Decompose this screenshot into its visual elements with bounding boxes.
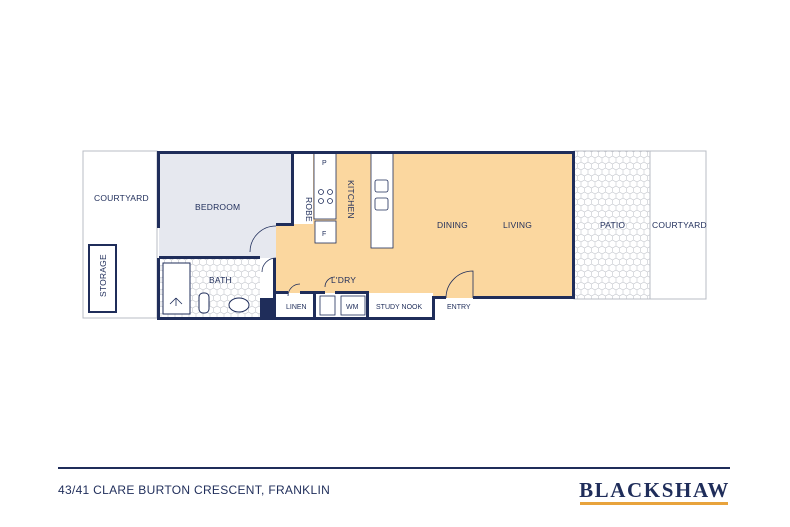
bath-label: BATH [209,275,232,285]
patio-area [573,150,651,300]
dining-label: DINING [437,220,468,230]
storage-label: STORAGE [98,254,108,297]
robe-label: ROBE [304,197,314,222]
storage-box [88,244,117,313]
brand-logo: BLACKSHAW [579,478,730,502]
living-label: LIVING [503,220,532,230]
brand-logo-underline [580,502,728,505]
kitchen-sink-icon [374,179,389,211]
courtyard-right-area [649,150,707,300]
cooktop-icon [318,189,333,204]
fridge-label: F [322,231,326,238]
laundry-tub-icon [319,295,336,316]
patio-label: PATIO [600,220,625,230]
washing-machine-box [340,295,366,316]
living-area [276,153,574,318]
bedroom-label: BEDROOM [195,202,240,212]
laundry-strip [276,293,433,318]
robe-area [293,153,313,224]
toilet-icon [198,292,210,314]
laundry-label: L'DRY [331,275,356,285]
study-nook-label: STUDY NOOK [376,304,422,311]
courtyard-left-label: COURTYARD [94,193,149,203]
floor-plan: COURTYARD STORAGE BEDROOM ROBE BATH KITC… [82,150,707,320]
door-swings [249,225,474,299]
kitchen-island [370,152,394,249]
column [260,298,276,318]
fridge-box [314,220,337,244]
kitchen-label: KITCHEN [346,180,356,219]
pantry-label: P [322,160,327,167]
shower-icon [162,262,191,315]
courtyard-left-area [82,150,158,319]
property-address: 43/41 CLARE BURTON CRESCENT, FRANKLIN [58,483,331,497]
footer-divider [58,467,730,469]
wm-label: WM [346,304,359,311]
linen-label: LINEN [286,304,307,311]
shower-head-icon [169,297,183,306]
entry-label: ENTRY [447,304,471,311]
walls [157,151,575,320]
courtyard-right-label: COURTYARD [652,220,707,230]
basin-icon [228,297,250,313]
